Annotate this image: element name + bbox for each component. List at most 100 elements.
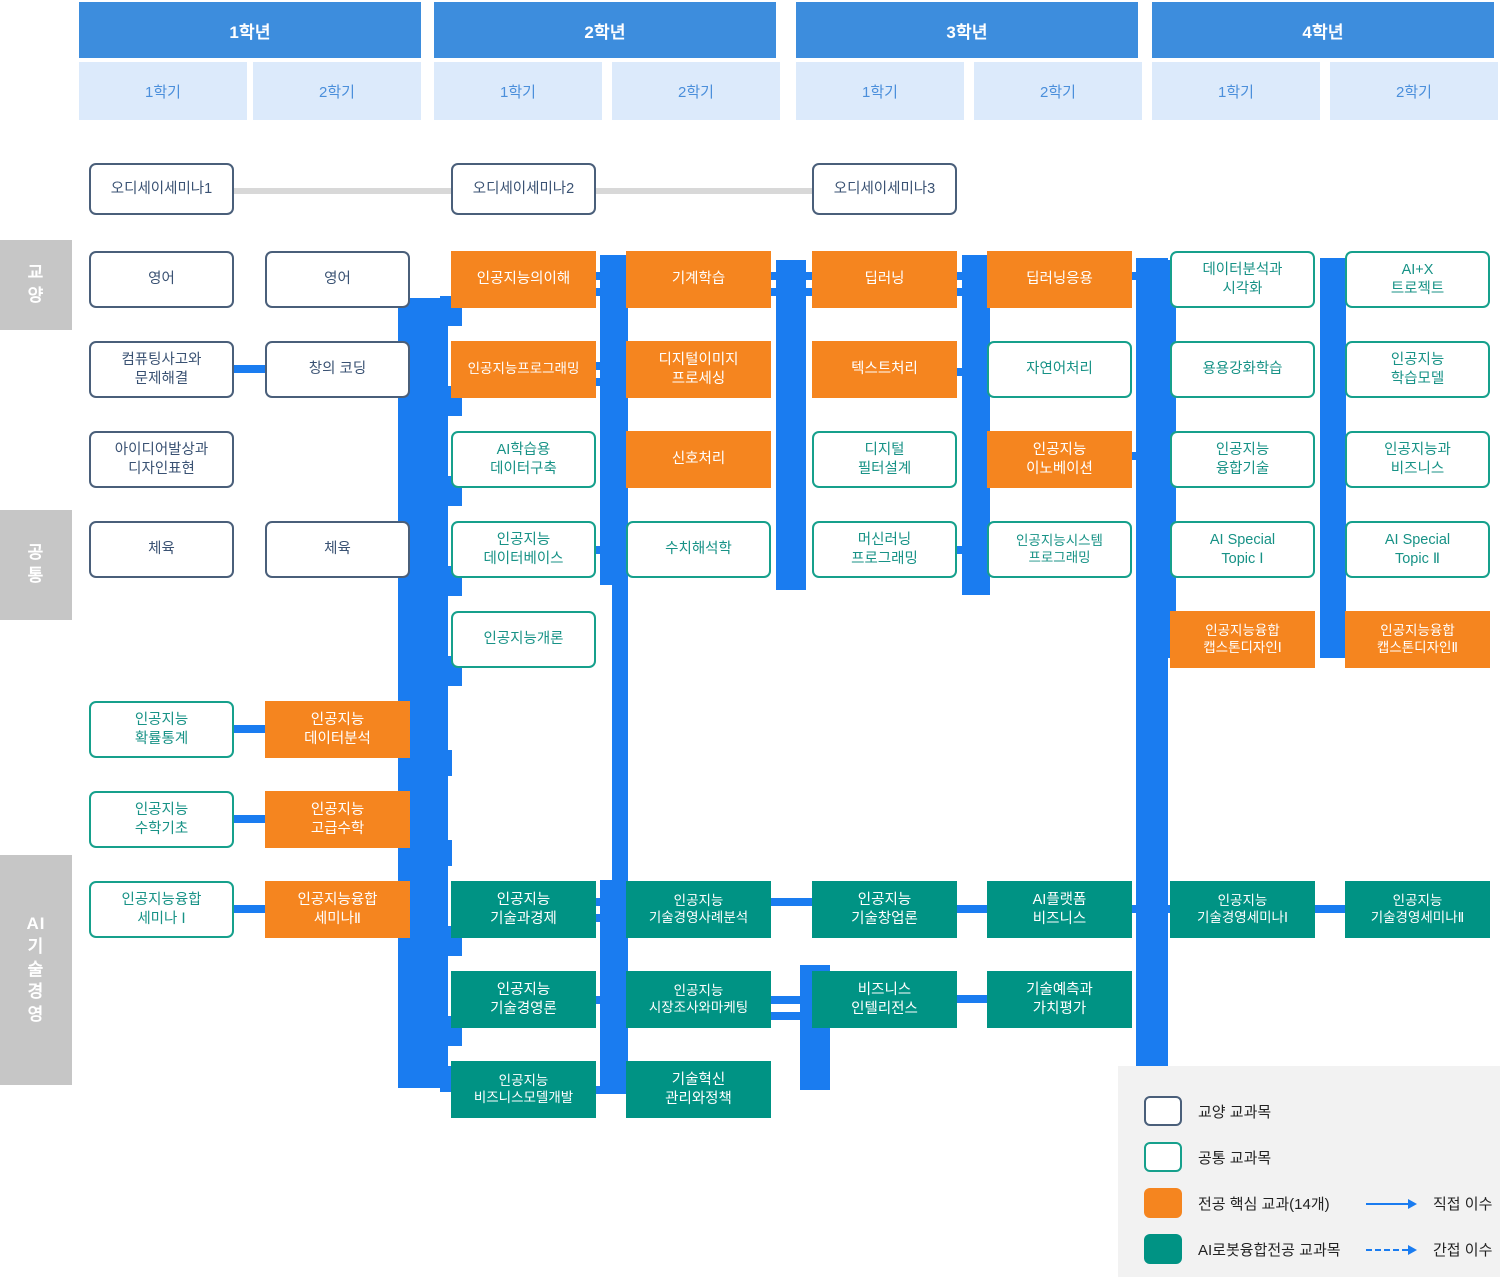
course-y3s2-3[interactable]: 인공지능시스템 프로그래밍 (987, 521, 1132, 578)
legend-row-gongtong: 공통 교과목 (1144, 1134, 1500, 1180)
year-header-4: 4학년 (1152, 2, 1494, 58)
course-y3s2-2[interactable]: 인공지능 이노베이션 (987, 431, 1132, 488)
course-y2s2-6[interactable]: 기술혁신 관리와정책 (626, 1061, 771, 1118)
course-y2s1-3[interactable]: 인공지능 데이터베이스 (451, 521, 596, 578)
link-deepapp-to-viz (1130, 272, 1176, 280)
link-ai-to-ml2 (594, 288, 634, 296)
rail-gyoyang: 교 양 (0, 240, 72, 330)
course-y1s2-2[interactable]: 체육 (265, 521, 410, 578)
legend-label-airobot: AI로봇융합전공 교과목 (1198, 1241, 1341, 1259)
legend-row-core: 전공 핵심 교과(14개) (1144, 1180, 1500, 1226)
course-y3s1-4[interactable]: 인공지능 기술창업론 (812, 881, 957, 938)
link-startup-to-platform (956, 905, 998, 913)
legend-label-indirect: 간접 이수 (1433, 1242, 1493, 1259)
course-y2s2-2[interactable]: 신호처리 (626, 431, 771, 488)
link-prog-to-dip2 (594, 378, 634, 386)
course-y1s1-2[interactable]: 아이디어발상과 디자인표현 (89, 431, 234, 488)
course-y4s1-0[interactable]: 데이터분석과 시각화 (1170, 251, 1315, 308)
link-mgmt-to-market (594, 996, 634, 1004)
link-ml-to-deep (770, 272, 812, 280)
course-y4s1-4[interactable]: 인공지능융합 캡스톤디자인Ⅰ (1170, 611, 1315, 668)
link-innov-to-fusion (1130, 452, 1176, 460)
solid-line-icon (1366, 1202, 1408, 1205)
course-y1s1-6[interactable]: 인공지능융합 세미나 Ⅰ (89, 881, 234, 938)
course-y1s2-4[interactable]: 인공지능 고급수학 (265, 791, 410, 848)
legend-arrow-indirect: 간접 이수 (1366, 1239, 1492, 1260)
course-y3s2-5[interactable]: 기술예측과 가치평가 (987, 971, 1132, 1028)
link-text-to-nlp (956, 368, 998, 376)
semester-header-4-2: 2학기 (1330, 62, 1498, 120)
link-deep-to-deepapp (956, 272, 998, 280)
semester-header-1-1: 1학기 (79, 62, 247, 120)
course-y2s2-5[interactable]: 인공지능 시장조사와마케팅 (626, 971, 771, 1028)
course-y1s2-0[interactable]: 영어 (265, 251, 410, 308)
course-y4s1-3[interactable]: AI Special Topic Ⅰ (1170, 521, 1315, 578)
course-y2s1-5[interactable]: 인공지능 기술과경제 (451, 881, 596, 938)
course-odyssey-1[interactable]: 오디세이세미나1 (89, 163, 234, 215)
course-y2s2-0[interactable]: 기계학습 (626, 251, 771, 308)
course-y1s1-5[interactable]: 인공지능 수학기초 (89, 791, 234, 848)
course-y1s1-1[interactable]: 컴퓨팅사고와 문제해결 (89, 341, 234, 398)
course-y4s2-3[interactable]: AI Special Topic Ⅱ (1345, 521, 1490, 578)
legend-label-direct: 직접 이수 (1433, 1196, 1493, 1213)
semester-header-2-1: 1학기 (434, 62, 602, 120)
link-platform-to-sem1 (1130, 905, 1176, 913)
course-odyssey-3[interactable]: 오디세이세미나3 (812, 163, 957, 215)
course-y2s1-7[interactable]: 인공지능 비즈니스모델개발 (451, 1061, 596, 1118)
stub-advmath (406, 840, 452, 866)
course-y2s1-2[interactable]: AI학습용 데이터구축 (451, 431, 596, 488)
course-y4s1-5[interactable]: 인공지능 기술경영세미나Ⅰ (1170, 881, 1315, 938)
course-y1s1-0[interactable]: 영어 (89, 251, 234, 308)
course-y3s2-1[interactable]: 자연어처리 (987, 341, 1132, 398)
link-ml-to-deep2 (770, 288, 812, 296)
stub-dataanalysis (406, 750, 452, 776)
course-y4s2-4[interactable]: 인공지능융합 캡스톤디자인Ⅱ (1345, 611, 1490, 668)
drop-y2s1-inner (612, 580, 628, 880)
course-y2s2-1[interactable]: 디지털이미지 프로세싱 (626, 341, 771, 398)
course-y3s2-0[interactable]: 딥러닝응용 (987, 251, 1132, 308)
course-y4s1-2[interactable]: 인공지능 융합기술 (1170, 431, 1315, 488)
legend-label-core: 전공 핵심 교과(14개) (1198, 1195, 1330, 1213)
course-y2s2-3[interactable]: 수치해석학 (626, 521, 771, 578)
legend-label-gongtong: 공통 교과목 (1198, 1149, 1272, 1167)
link-case-to-startup (770, 898, 818, 906)
course-y4s2-1[interactable]: 인공지능 학습모델 (1345, 341, 1490, 398)
course-y2s1-1[interactable]: 인공지능프로그래밍 (451, 341, 596, 398)
link-policy-to-bi (770, 1012, 818, 1020)
course-y2s1-4[interactable]: 인공지능개론 (451, 611, 596, 668)
course-y1s2-1[interactable]: 창의 코딩 (265, 341, 410, 398)
bus-y3s1-y3s2 (962, 255, 990, 595)
link-econ-to-case2 (594, 914, 634, 922)
odyssey-link-2-3 (594, 188, 821, 194)
arrow-head-icon (1408, 1198, 1417, 1209)
bus-y2s2-y3s1 (776, 260, 806, 590)
course-y4s1-1[interactable]: 용용강화학습 (1170, 341, 1315, 398)
link-bi-to-forecast (956, 995, 998, 1003)
course-y3s2-4[interactable]: AI플랫폼 비즈니스 (987, 881, 1132, 938)
link-mlprog-to-sysprog (956, 546, 998, 554)
course-y2s1-0[interactable]: 인공지능의이해 (451, 251, 596, 308)
year-header-2: 2학년 (434, 2, 776, 58)
course-y1s1-4[interactable]: 인공지능 확률통계 (89, 701, 234, 758)
course-y3s1-5[interactable]: 비즈니스 인텔리전스 (812, 971, 957, 1028)
course-y3s1-2[interactable]: 디지털 필터설계 (812, 431, 957, 488)
course-y1s2-5[interactable]: 인공지능융합 세미나Ⅱ (265, 881, 410, 938)
bus-y4s1-y4s2 (1320, 258, 1346, 658)
course-y4s2-5[interactable]: 인공지능 기술경영세미나Ⅱ (1345, 881, 1490, 938)
course-odyssey-2[interactable]: 오디세이세미나2 (451, 163, 596, 215)
course-y4s2-0[interactable]: AI+X 트로젝트 (1345, 251, 1490, 308)
course-y2s1-6[interactable]: 인공지능 기술경영론 (451, 971, 596, 1028)
course-y4s2-2[interactable]: 인공지능과 비즈니스 (1345, 431, 1490, 488)
bus-y2s1-y2s2 (600, 255, 628, 585)
link-sem1-to-sem2-mgmt (1314, 905, 1358, 913)
course-y3s1-3[interactable]: 머신러닝 프로그래밍 (812, 521, 957, 578)
course-y2s2-4[interactable]: 인공지능 기술경영사례분석 (626, 881, 771, 938)
course-y1s2-3[interactable]: 인공지능 데이터분석 (265, 701, 410, 758)
course-y3s1-0[interactable]: 딥러닝 (812, 251, 957, 308)
course-y3s1-1[interactable]: 텍스트처리 (812, 341, 957, 398)
arrow-head-dashed-icon (1408, 1244, 1417, 1255)
bus-y2s1-y2s2-lower (600, 880, 628, 1090)
legend: 교양 교과목 공통 교과목 전공 핵심 교과(14개) AI로봇융합전공 교과목… (1118, 1066, 1500, 1277)
rail-ai-tech-mgmt: AI 기 술 경 영 (0, 855, 72, 1085)
course-y1s1-3[interactable]: 체육 (89, 521, 234, 578)
